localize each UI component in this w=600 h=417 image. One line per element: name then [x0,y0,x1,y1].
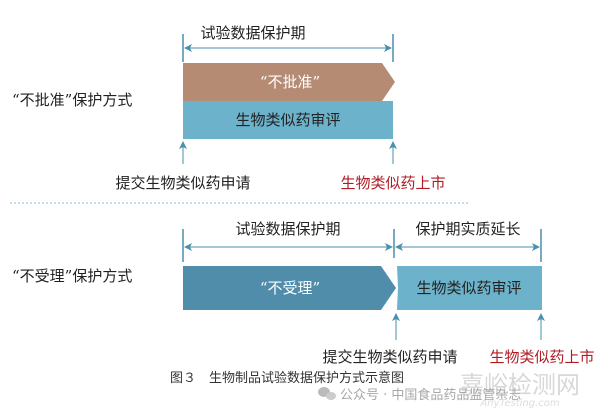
watermark: 嘉峪检测网 [460,371,580,399]
watermark-sub: AnyTesting.com [479,398,560,409]
bottom-bar2-label: 生物类似药审评 [416,279,521,297]
top-bar2-label: 生物类似药审评 [235,111,340,129]
top-bar-review [183,101,393,139]
bottom-extension-label: 保护期实质延长 [415,220,520,238]
figure-caption: 图３ 生物制品试验数据保护方式示意图 [170,370,404,386]
bottom-period-label: 试验数据保护期 [235,220,340,238]
top-mode-label: “不批准”保护方式 [12,91,132,109]
bottom-market-label: 生物类似药上市 [489,348,594,366]
bottom-section: 试验数据保护期 保护期实质延长 “不受理” 生物类似药审评 “不受理”保护方式 … [12,220,595,366]
top-submit-label: 提交生物类似药申请 [115,174,250,192]
bottom-submit-label: 提交生物类似药申请 [322,348,457,366]
top-period-label: 试验数据保护期 [200,24,305,42]
top-section: 试验数据保护期 “不批准” 生物类似药审评 “不批准”保护方式 提交生物类似药申… [12,24,446,192]
wechat-icon [318,387,336,400]
source-label: 公众号 · 中国食品药品监管杂志 [340,387,521,403]
top-bar1-label: “不批准” [260,73,320,91]
bottom-mode-label: “不受理”保护方式 [12,267,132,285]
bottom-bar-not-accept [183,266,396,310]
bottom-bar1-label: “不受理” [260,279,320,297]
top-market-label: 生物类似药上市 [340,174,445,192]
top-bar-not-approve [183,63,395,101]
bottom-bar-review [397,266,542,310]
